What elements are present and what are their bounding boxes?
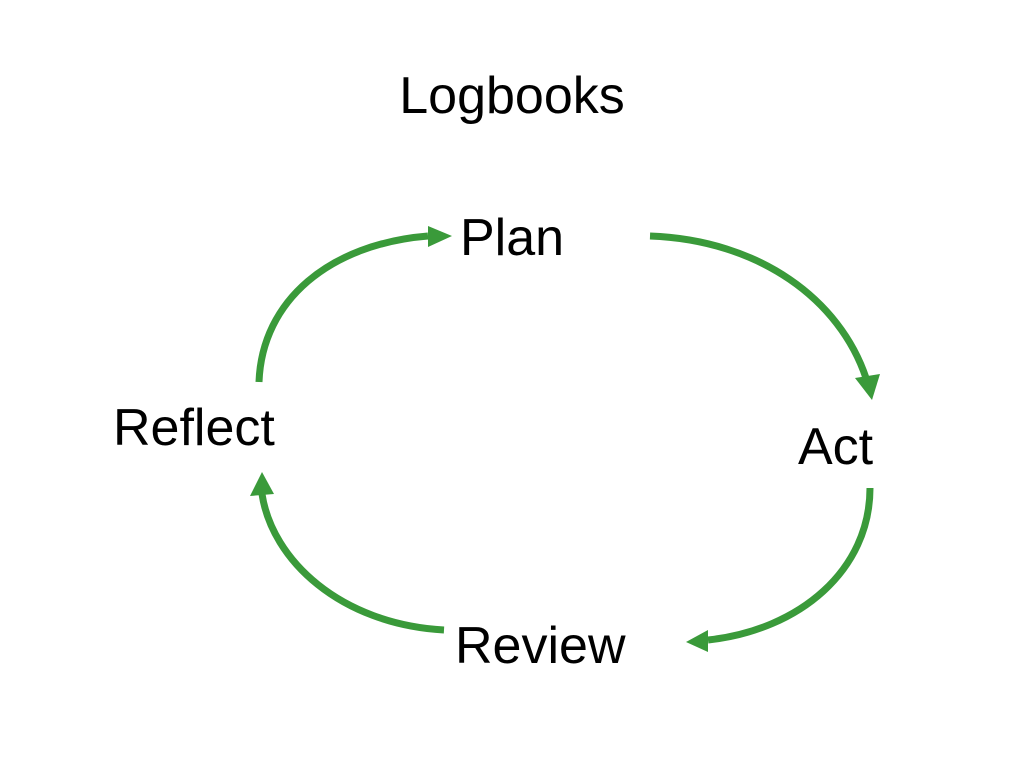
arrow-reflect-to-plan — [255, 226, 452, 383]
arrow-act-to-review-line — [707, 487, 874, 644]
stage-plan: Plan — [460, 209, 565, 267]
stage-review: Review — [455, 617, 626, 675]
stage-reflect: Reflect — [113, 399, 275, 457]
stage-act: Act — [798, 418, 874, 476]
arrow-review-to-reflect-line — [258, 493, 445, 634]
arrow-plan-to-act-head — [855, 374, 880, 400]
arrow-plan-to-act — [649, 232, 880, 400]
arrow-plan-to-act-line — [649, 232, 870, 380]
arrow-review-to-reflect — [250, 472, 445, 634]
arrow-review-to-reflect-head — [250, 472, 274, 496]
slide-title: Logbooks — [399, 67, 625, 125]
arrow-act-to-review-head — [686, 630, 708, 652]
arrow-reflect-to-plan-head — [428, 226, 452, 247]
arrow-reflect-to-plan-line — [255, 232, 429, 383]
arrow-act-to-review — [686, 487, 874, 652]
